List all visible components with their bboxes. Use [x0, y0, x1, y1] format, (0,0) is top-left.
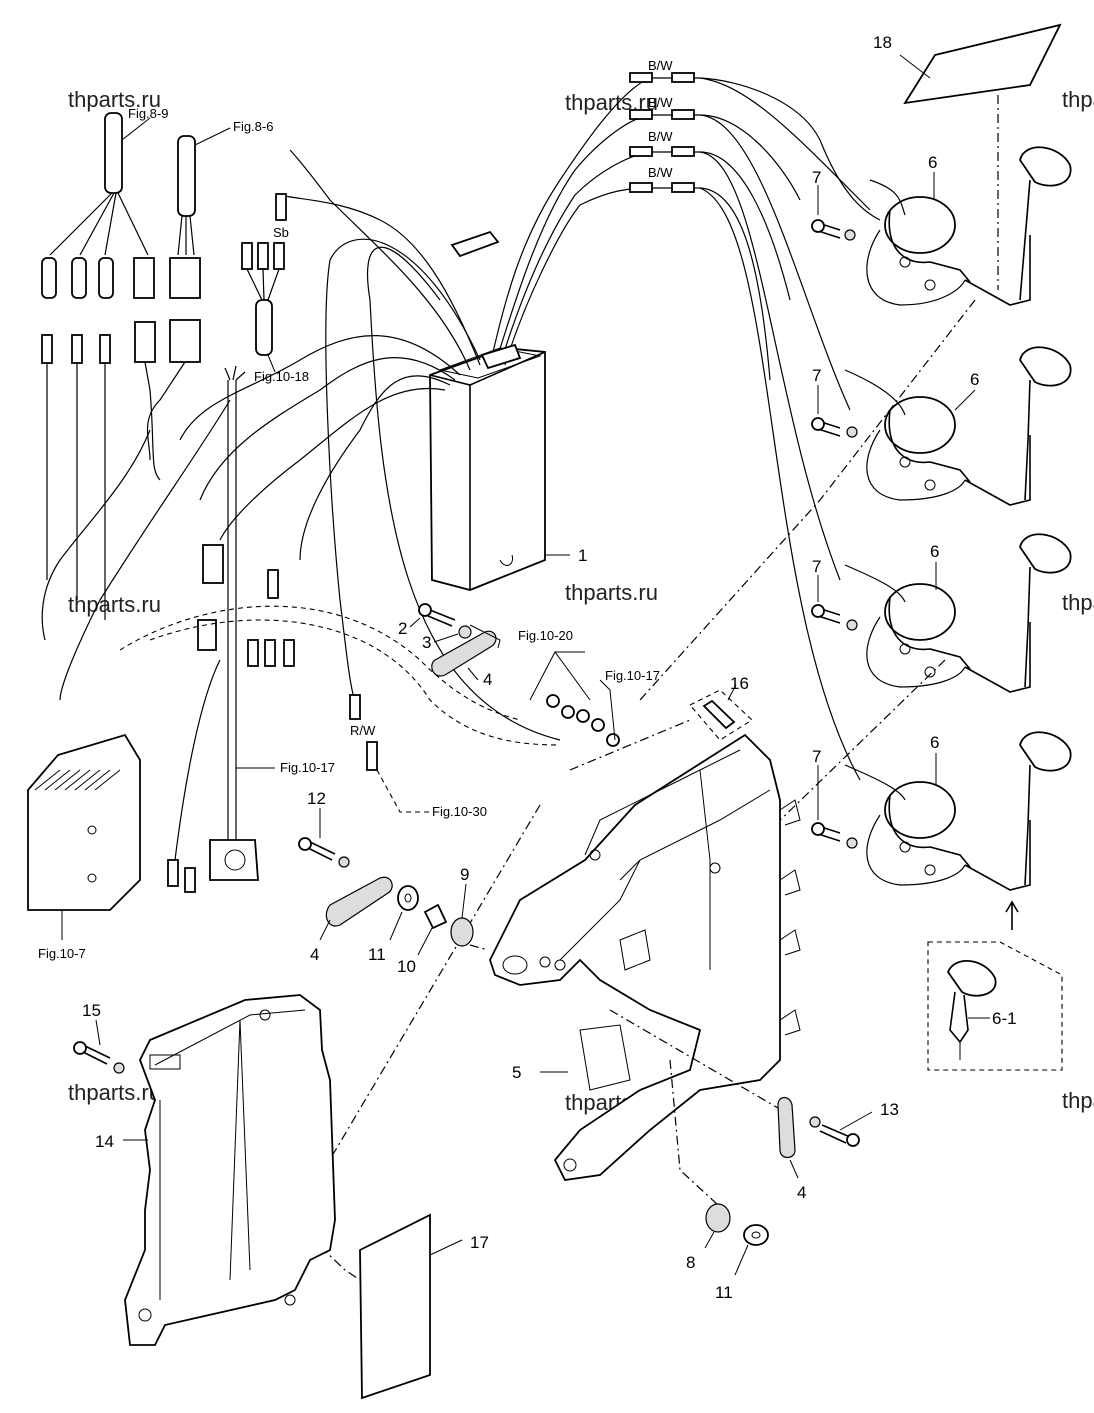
figure-reference: Fig.10-18	[254, 369, 309, 384]
screw-7[interactable]	[811, 765, 858, 849]
callout-7: 7	[812, 168, 821, 187]
grommet-8[interactable]	[704, 1203, 731, 1249]
ignition-coil-1[interactable]	[866, 146, 1072, 306]
callout-18: 18	[873, 33, 892, 52]
screw-15[interactable]	[73, 1019, 125, 1074]
screw-2[interactable]	[418, 603, 456, 627]
rw-lead	[349, 694, 430, 813]
ground-strap-4[interactable]	[777, 1096, 799, 1179]
callout-16: 16	[730, 674, 749, 693]
watermark: thparts.ru	[68, 87, 161, 112]
washer-3[interactable]	[458, 625, 472, 639]
callout-7: 7	[812, 557, 821, 576]
bw-connector-3[interactable]	[629, 146, 695, 157]
callout-3: 3	[422, 633, 431, 652]
rectifier-regulator[interactable]	[27, 733, 141, 940]
part-18-label-plate[interactable]	[899, 23, 1062, 290]
bw-connector-4[interactable]	[629, 182, 695, 193]
pin-connectors-row	[41, 319, 201, 620]
callout-13: 13	[880, 1100, 899, 1119]
part-17-label[interactable]	[359, 1213, 463, 1400]
callout-7: 7	[812, 366, 821, 385]
callout-4: 4	[797, 1183, 806, 1202]
callout-4: 4	[483, 670, 492, 689]
fig-10-17-harness	[167, 365, 295, 893]
figure-reference: Fig.8-9	[128, 106, 168, 121]
callout-15: 15	[82, 1001, 101, 1020]
figure-reference: Fig.10-7	[38, 946, 86, 961]
washer-11[interactable]	[389, 885, 419, 941]
figure-reference: Fig.10-30	[432, 804, 487, 819]
wire-code-bw: B/W	[648, 58, 673, 73]
callout-4: 4	[310, 945, 319, 964]
figure-reference: Fig.10-17	[605, 668, 660, 683]
callout-5: 5	[512, 1063, 521, 1082]
callout-11: 11	[715, 1283, 733, 1302]
watermark: thparts.ru	[68, 592, 161, 617]
callout-11: 11	[368, 945, 386, 964]
ground-strap-4[interactable]	[431, 624, 501, 677]
figure-reference: Fig.10-20	[518, 628, 573, 643]
callout-6: 6	[928, 153, 937, 172]
bw-connector-2[interactable]	[629, 109, 695, 120]
figure-reference: Fig.8-6	[233, 119, 273, 134]
part-5-mounting-bracket[interactable]	[489, 733, 801, 1181]
callout-8: 8	[686, 1253, 695, 1272]
callout-17: 17	[470, 1233, 489, 1252]
fig-10-18-connector	[241, 193, 287, 373]
screw-7[interactable]	[811, 385, 858, 438]
ignition-coil-2[interactable]	[844, 346, 1072, 506]
ground-strap-4[interactable]	[319, 876, 393, 941]
inset-6-1-cap[interactable]	[927, 900, 1063, 1071]
wire-code-sb: Sb	[273, 225, 289, 240]
wire-code-bw: B/W	[648, 165, 673, 180]
grommet-9[interactable]	[450, 883, 474, 947]
callout-6: 6	[970, 370, 979, 389]
screw-7[interactable]	[811, 575, 858, 631]
wire-code-bw: B/W	[648, 129, 673, 144]
watermark: thparts.ru	[68, 1080, 161, 1105]
wire-code-rw: R/W	[350, 723, 376, 738]
callout-6: 6	[930, 542, 939, 561]
ignition-coil-4[interactable]	[844, 731, 1072, 891]
callout-14: 14	[95, 1132, 114, 1151]
watermark: thparts.ru	[1062, 590, 1094, 615]
ignition-coil-3[interactable]	[844, 533, 1072, 693]
callout-12: 12	[307, 789, 326, 808]
part-14-cover[interactable]	[123, 994, 336, 1346]
wire-harness	[41, 77, 881, 781]
callout-6: 6	[930, 733, 939, 752]
watermark: thparts.ru	[1062, 87, 1094, 112]
callout-1: 1	[578, 546, 587, 565]
callout-7: 7	[812, 747, 821, 766]
fig-8-6-harness	[169, 127, 231, 299]
ground-leads	[119, 605, 620, 747]
callout-6-1: 6-1	[992, 1009, 1017, 1028]
bw-connector-1[interactable]	[629, 72, 695, 83]
screw-12[interactable]	[298, 808, 350, 868]
watermark: thparts.ru	[565, 580, 658, 605]
fig-8-9-harness	[41, 112, 155, 299]
wire-code-bw: B/W	[648, 95, 673, 110]
watermark: thparts.ru	[1062, 1088, 1094, 1113]
part-16-clip[interactable]	[689, 684, 753, 741]
spacer-10[interactable]	[417, 903, 448, 956]
callout-2: 2	[398, 619, 407, 638]
callout-10: 10	[397, 957, 416, 976]
screw-13[interactable]	[809, 1111, 873, 1147]
screw-7[interactable]	[811, 185, 856, 241]
washer-11[interactable]	[734, 1224, 769, 1276]
figure-reference: Fig.10-17	[280, 760, 335, 775]
part-1-cdi-unit[interactable]	[429, 347, 570, 591]
callout-9: 9	[460, 865, 469, 884]
